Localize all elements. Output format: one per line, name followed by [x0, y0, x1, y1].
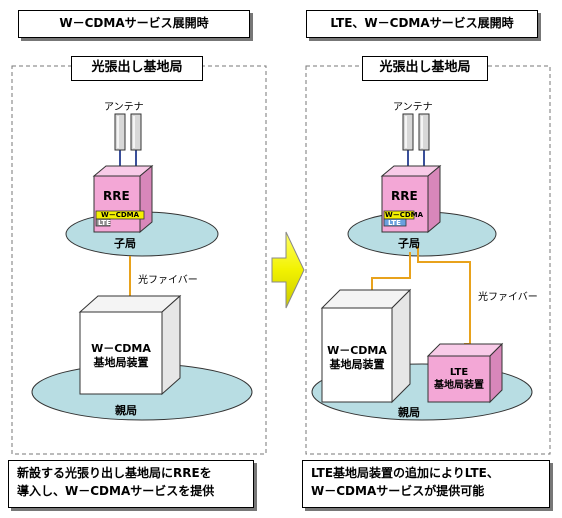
right-wcdma-cube [320, 288, 412, 404]
transition-arrow [271, 231, 305, 309]
right-rre-cube [380, 164, 442, 234]
right-panel-header: LTE、W－CDMAサービス展開時 [306, 10, 538, 38]
left-rre-label: RRE [103, 189, 130, 203]
left-wcdma-line1: W－CDMA [91, 342, 151, 355]
left-rre-cube [92, 164, 154, 234]
left-caption-line1: 新設する光張り出し基地局にRREを [17, 466, 212, 480]
right-rre-label: RRE [391, 189, 418, 203]
left-rre-band-lte: LTE [98, 219, 111, 227]
right-fiber-label: 光ファイバー [478, 292, 538, 303]
right-wcdma-line2: 基地局装置 [329, 358, 385, 371]
left-wcdma-cube [78, 294, 182, 396]
right-lte-cube [426, 342, 504, 404]
left-station-title: 光張出し基地局 [71, 56, 203, 81]
right-station-title: 光張出し基地局 [362, 56, 488, 81]
left-child-station-label: 子局 [114, 237, 136, 250]
right-parent-station-label: 親局 [398, 406, 420, 419]
left-parent-station-label: 親局 [115, 404, 137, 417]
right-lte-line1: LTE [449, 367, 469, 378]
right-lte-equipment-label: LTE 基地局装置 [428, 366, 490, 392]
left-wcdma-line2: 基地局装置 [93, 356, 149, 369]
right-rre-band-wcdma: W－CDMA [385, 211, 424, 219]
left-antenna-label: アンテナ [104, 102, 144, 113]
left-caption-line2: 導入し、W－CDMAサービスを提供 [17, 484, 215, 498]
left-caption: 新設する光張り出し基地局にRREを 導入し、W－CDMAサービスを提供 [8, 460, 254, 508]
right-wcdma-line1: W－CDMA [327, 344, 387, 357]
right-antenna-label: アンテナ [393, 102, 433, 113]
right-lte-line2: 基地局装置 [434, 380, 484, 391]
right-rre-band-lte: LTE [388, 219, 401, 227]
right-caption-line1: LTE基地局装置の追加によりLTE、 [311, 466, 499, 480]
right-caption: LTE基地局装置の追加によりLTE、 W－CDMAサービスが提供可能 [302, 460, 550, 508]
left-panel-header: W－CDMAサービス展開時 [18, 10, 250, 38]
left-wcdma-equipment-label: W－CDMA 基地局装置 [80, 342, 162, 370]
right-caption-line2: W－CDMAサービスが提供可能 [311, 484, 485, 498]
left-rre-band-wcdma: W－CDMA [101, 211, 140, 219]
left-fiber-label: 光ファイバー [138, 275, 198, 286]
right-wcdma-equipment-label: W－CDMA 基地局装置 [322, 344, 392, 372]
right-child-station-label: 子局 [398, 237, 420, 250]
